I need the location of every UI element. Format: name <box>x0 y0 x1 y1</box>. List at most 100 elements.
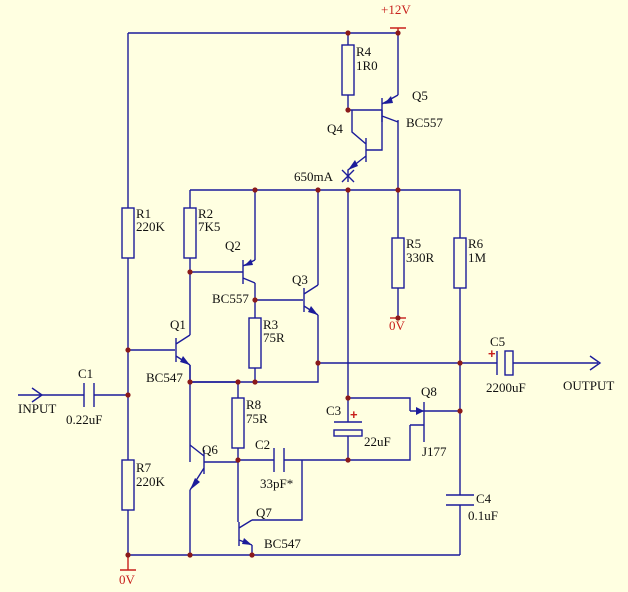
c3-plus-sign: + <box>350 407 358 422</box>
junction-dot <box>457 408 463 414</box>
r7-ref: R7 <box>136 460 152 475</box>
power-symbols <box>18 27 602 571</box>
resistor-r5 <box>391 237 405 289</box>
capacitor-c1 <box>83 383 95 407</box>
junction-dot <box>395 187 401 193</box>
resistor-r6 <box>453 237 467 289</box>
q5-value: BC557 <box>406 115 443 130</box>
junction-dot <box>125 347 131 353</box>
c3-value: 22uF <box>364 434 391 449</box>
junction-dot <box>187 552 193 558</box>
c2-value: 33pF* <box>260 476 293 491</box>
junction-dot <box>252 379 258 385</box>
q7-collector-wire <box>252 460 303 521</box>
resistor-r3 <box>248 317 262 369</box>
junction-dot <box>345 187 351 193</box>
junction-dot <box>125 552 131 558</box>
r1-ref: R1 <box>136 206 151 221</box>
resistor-r4 <box>341 44 355 96</box>
transistors <box>175 94 430 546</box>
q8-gate-wire <box>348 397 411 411</box>
gnd-label-r5: 0V <box>389 318 406 333</box>
c5-value: 2200uF <box>486 380 526 395</box>
junction-dot <box>395 30 401 36</box>
c1-value: 0.22uF <box>66 412 102 427</box>
current-marker <box>341 169 355 183</box>
junction-dot <box>252 297 258 303</box>
resistor-r1 <box>121 207 135 259</box>
q6-ref: Q6 <box>202 442 218 457</box>
junction-dot <box>395 315 401 321</box>
r3-value: 75R <box>263 330 285 345</box>
junction-dot <box>345 107 351 113</box>
junction-dot <box>187 379 193 385</box>
q1-ref: Q1 <box>170 317 186 332</box>
junction-dot <box>457 360 463 366</box>
junction-dots <box>125 30 463 558</box>
output-port-arrow <box>589 355 602 371</box>
junction-dot <box>249 552 255 558</box>
r5-value: 330R <box>406 250 435 265</box>
c2-wire <box>238 425 411 461</box>
transistor-q7 <box>238 519 253 546</box>
capacitor-c4 <box>446 494 474 506</box>
r6-ref: R6 <box>468 236 484 251</box>
r6-value: 1M <box>468 250 487 265</box>
junction-dot <box>235 457 241 463</box>
q8-ref: Q8 <box>421 384 437 399</box>
q8-value: J177 <box>422 444 447 459</box>
output-label: OUTPUT <box>563 378 614 393</box>
r8-ref: R8 <box>246 397 261 412</box>
q1-value: BC547 <box>146 370 183 385</box>
junction-dot <box>315 187 321 193</box>
r3-ref: R3 <box>263 317 278 332</box>
c2-ref: C2 <box>255 437 270 452</box>
junction-dot <box>345 457 351 463</box>
c5-plus-sign: + <box>488 346 496 361</box>
q4-base-wire <box>366 110 383 151</box>
transistor-q4 <box>347 110 367 182</box>
r2-ref: R2 <box>198 206 213 221</box>
transistor-q6 <box>189 444 205 491</box>
vplus-label: +12V <box>381 2 411 17</box>
junction-dot <box>235 379 241 385</box>
capacitor-c2 <box>273 448 285 472</box>
junction-dot <box>187 269 193 275</box>
q4-ref: Q4 <box>327 121 343 136</box>
capacitor-c3 <box>333 421 363 437</box>
q3-ref: Q3 <box>292 272 308 287</box>
c1-ref: C1 <box>78 366 93 381</box>
junction-dot <box>345 395 351 401</box>
r4-value: 1R0 <box>356 58 378 73</box>
q7-ref: Q7 <box>256 505 272 520</box>
q2-value: BC557 <box>212 291 249 306</box>
c3-ref: C3 <box>326 403 341 418</box>
c5-ref: C5 <box>490 334 505 349</box>
transistor-q8-jfet <box>410 402 430 442</box>
r4-ref: R4 <box>356 44 372 59</box>
wires <box>42 32 590 556</box>
transistor-q3 <box>303 284 319 316</box>
junction-dot <box>345 30 351 36</box>
r5-ref: R5 <box>406 236 421 251</box>
r8-value: 75R <box>246 411 268 426</box>
junction-dot <box>125 392 131 398</box>
transistor-q5 <box>381 94 399 123</box>
capacitors: + + <box>83 346 514 506</box>
c4-value: 0.1uF <box>468 508 498 523</box>
upper-bus-wire <box>190 189 461 495</box>
capacitor-c5 <box>496 350 514 376</box>
input-port-arrow <box>18 387 44 403</box>
input-label: INPUT <box>18 401 56 416</box>
resistor-r8 <box>231 397 245 449</box>
gnd-label-bottom: 0V <box>119 572 136 587</box>
r1-value: 220K <box>136 219 166 234</box>
resistor-r7 <box>121 459 135 511</box>
q5-ref: Q5 <box>412 88 428 103</box>
resistors <box>121 44 467 511</box>
r2-value: 7K5 <box>198 219 220 234</box>
r7-value: 220K <box>136 474 166 489</box>
q2-ref: Q2 <box>225 238 241 253</box>
junction-dot <box>252 187 258 193</box>
